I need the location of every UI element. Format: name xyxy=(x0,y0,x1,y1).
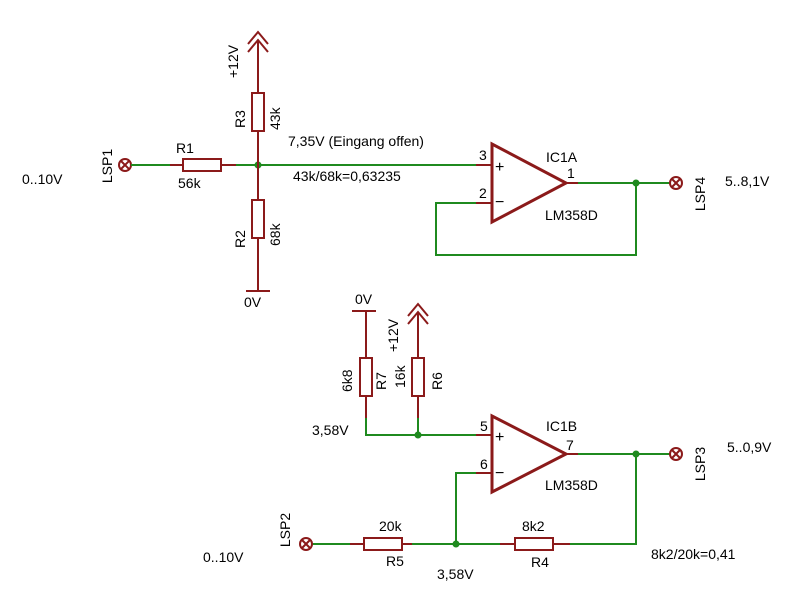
ic1a-pin-minus: 2 xyxy=(479,185,487,201)
r6-name: R6 xyxy=(429,372,445,390)
ic1b-plus-sign: + xyxy=(495,429,504,446)
ic1a-minus-sign: − xyxy=(495,194,504,211)
vcc-label-1: +12V xyxy=(225,44,241,78)
lsp3-label: LSP3 xyxy=(692,447,708,481)
gnd-label-1: 0V xyxy=(244,294,262,310)
r1-value: 56k xyxy=(178,175,202,191)
r5-value: 20k xyxy=(379,518,403,534)
r5-name: R5 xyxy=(386,553,404,569)
resistor-r6 xyxy=(411,357,425,397)
connector-lsp3 xyxy=(669,447,683,461)
wire-ic1b-minus-node2 xyxy=(455,472,476,544)
r6-value: 16k xyxy=(392,364,408,388)
ic1a-name: IC1A xyxy=(546,149,578,165)
ic1a-pin-plus: 3 xyxy=(479,147,487,163)
resistor-r4 xyxy=(514,537,554,551)
input-voltage-label-1: 0..10V xyxy=(22,171,63,187)
note-ratio-2: 8k2/20k=0,41 xyxy=(651,546,736,562)
ic1a-type: LM358D xyxy=(545,207,598,223)
ic1b-pin-out: 7 xyxy=(566,437,574,453)
output-voltage-label-1: 5..8,1V xyxy=(725,173,770,189)
resistor-r3 xyxy=(251,92,265,132)
junction-bias xyxy=(414,431,422,439)
r7-value: 6k8 xyxy=(339,369,355,392)
ic1a-plus-sign: + xyxy=(495,159,504,176)
vcc-label-2: +12V xyxy=(385,318,401,352)
gnd-label-2: 0V xyxy=(355,291,373,307)
resistor-r5 xyxy=(363,537,403,551)
lsp4-label: LSP4 xyxy=(692,177,708,211)
resistor-r7 xyxy=(359,357,373,397)
junction-node2 xyxy=(452,540,460,548)
ic1b-pin-minus: 6 xyxy=(480,456,488,472)
ic1a-pin-out: 1 xyxy=(567,165,575,181)
junction-out1 xyxy=(632,179,640,187)
wire-feedback-ic1b xyxy=(570,454,637,545)
opamp-ic1b xyxy=(490,413,570,495)
connector-lsp1 xyxy=(118,158,132,172)
wire-feedback-ic1a xyxy=(435,183,637,256)
r3-name: R3 xyxy=(232,110,248,128)
ic1b-minus-sign: − xyxy=(495,465,504,482)
ic1b-type: LM358D xyxy=(545,477,598,493)
node2-voltage-label: 3,58V xyxy=(437,566,474,582)
connector-lsp2 xyxy=(299,537,313,551)
ic1b-name: IC1B xyxy=(546,418,577,434)
resistor-r2 xyxy=(251,199,265,239)
lsp2-label: LSP2 xyxy=(277,513,293,547)
r1-name: R1 xyxy=(176,140,194,156)
bias-voltage-label: 3,58V xyxy=(312,422,349,438)
lsp1-label: LSP1 xyxy=(99,149,115,183)
r3-value: 43k xyxy=(267,106,283,130)
r2-value: 68k xyxy=(267,222,283,246)
ic1b-pin-plus: 5 xyxy=(480,418,488,434)
r4-value: 8k2 xyxy=(522,518,545,534)
note-ratio-1: 43k/68k=0,63235 xyxy=(293,168,401,184)
input-voltage-label-2: 0..10V xyxy=(203,549,244,565)
connector-lsp4 xyxy=(669,176,683,190)
output-voltage-label-2: 5..0,9V xyxy=(727,439,772,455)
r4-name: R4 xyxy=(531,554,549,570)
resistor-r1 xyxy=(182,158,222,172)
opamp-ic1a xyxy=(490,141,570,225)
wire-bias-ic1b-plus xyxy=(365,418,476,436)
r2-name: R2 xyxy=(232,230,248,248)
r7-name: R7 xyxy=(373,372,389,390)
supply-arrow-1 xyxy=(247,30,269,53)
note-open-input: 7,35V (Eingang offen) xyxy=(288,133,424,149)
